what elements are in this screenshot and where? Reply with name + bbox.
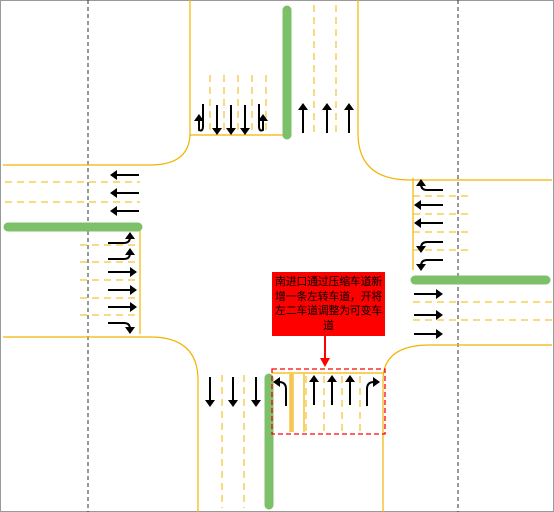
south-in-arrow-1 [273, 377, 287, 406]
west-out-arrow-2 [110, 188, 139, 198]
south-in-arrow-3 [327, 375, 337, 405]
south-out-arrow-1 [205, 377, 215, 407]
south-out-arrow-3 [251, 377, 261, 407]
callout-pointer [320, 336, 330, 367]
north-in-arrow-5 [258, 104, 268, 132]
west-in-arrow-3 [108, 267, 137, 277]
north-in-arrow-3 [226, 105, 236, 135]
east-in-arrow-1 [416, 179, 443, 191]
east-in-arrow-2 [414, 200, 443, 210]
medians [3, 5, 551, 510]
north-in-arrow-4 [240, 105, 250, 135]
east-in-arrow-4 [416, 241, 443, 253]
west-in-arrow-1 [108, 232, 135, 244]
curbs [3, 0, 552, 512]
north-in-arrow-1 [194, 104, 204, 132]
west-in-arrow-6 [108, 322, 135, 334]
west-out-arrow-3 [110, 206, 139, 216]
east-out-arrow-2 [414, 310, 443, 320]
south-in-arrow-5 [366, 377, 380, 406]
lane-dividers [5, 5, 552, 508]
north-in-arrow-2 [212, 105, 222, 135]
guide-lines [87, 0, 459, 512]
north-out-arrow-3 [344, 103, 354, 133]
north-out-arrow-1 [298, 103, 308, 133]
south-in-arrow-4 [345, 375, 355, 405]
lane-arrows [108, 103, 443, 407]
north-out-arrow-2 [322, 103, 332, 133]
annotation-callout: 南进口通过压缩车道新增一条左转车道，开将左二车道调整为可变车道 [272, 272, 385, 336]
east-in-arrow-5 [416, 259, 443, 271]
highlight-box [271, 368, 386, 435]
west-in-arrow-5 [108, 302, 137, 312]
east-out-arrow-3 [414, 329, 443, 339]
hatched-strip [290, 374, 293, 432]
west-out-arrow-1 [110, 170, 139, 180]
west-in-arrow-2 [108, 248, 135, 260]
east-out-arrow-1 [414, 289, 443, 299]
annotation-text: 南进口通过压缩车道新增一条左转车道，开将左二车道调整为可变车道 [275, 275, 382, 332]
east-in-arrow-3 [414, 218, 443, 228]
west-in-arrow-4 [108, 285, 137, 295]
south-out-arrow-2 [228, 377, 238, 407]
south-in-arrow-2 [309, 375, 319, 405]
